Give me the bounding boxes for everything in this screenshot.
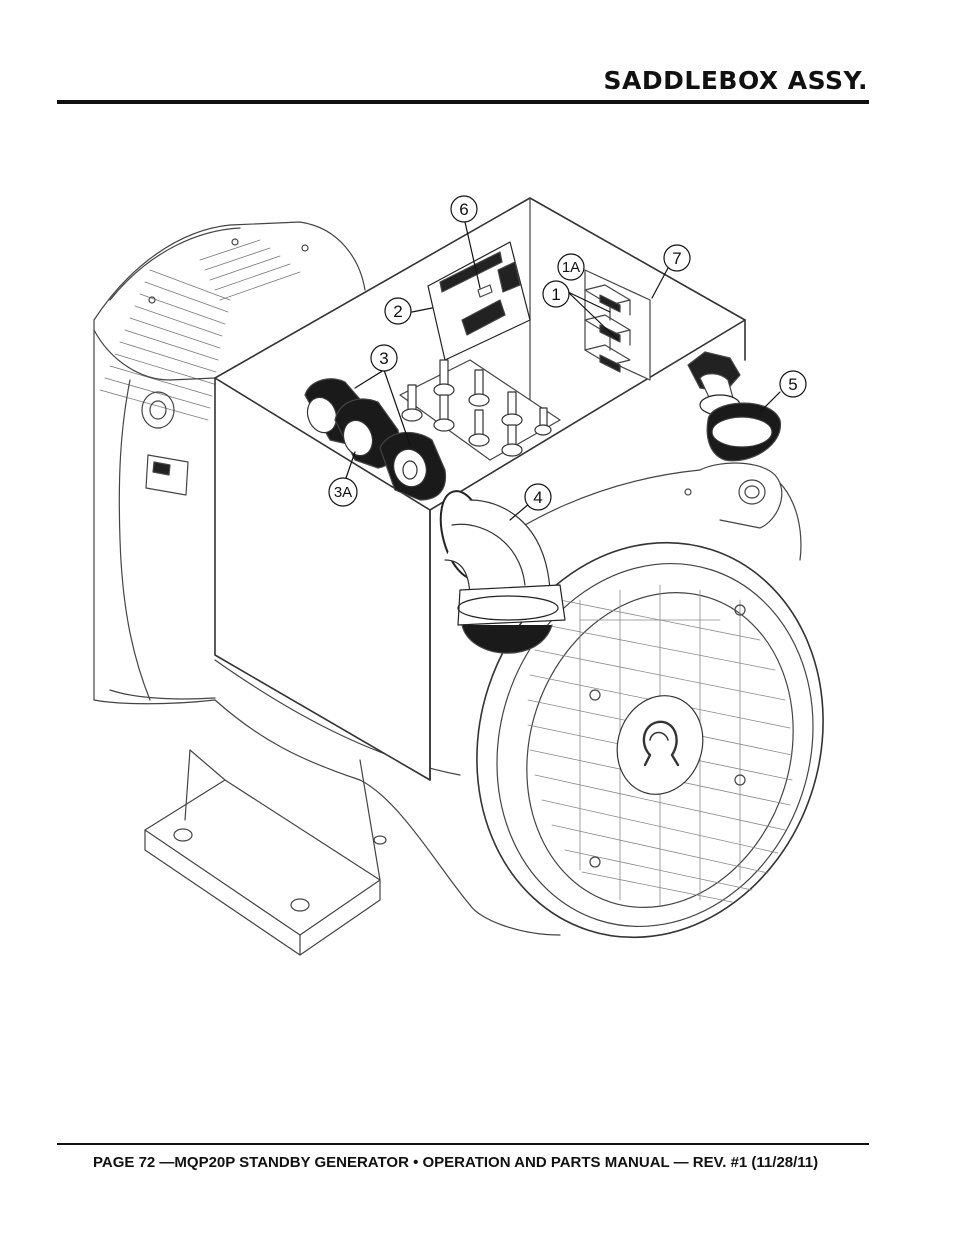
header-rule bbox=[57, 100, 869, 104]
callout-3-label: 3 bbox=[379, 349, 388, 368]
callout-3A: 3A bbox=[328, 477, 358, 507]
callout-1-label: 1 bbox=[551, 285, 560, 304]
callout-4: 4 bbox=[524, 483, 552, 511]
callout-5-label: 5 bbox=[788, 375, 797, 394]
part-2-pcb bbox=[427, 241, 531, 361]
part-4-conduit-elbow bbox=[439, 490, 566, 654]
footer-rule bbox=[57, 1143, 869, 1145]
page-title: SADDLEBOX ASSY. bbox=[603, 66, 868, 95]
rear-housing bbox=[93, 221, 366, 705]
page-footer: PAGE 72 —MQP20P STANDBY GENERATOR • OPER… bbox=[93, 1154, 819, 1171]
callouts: 6 7 1A 1 2 3 5 3A bbox=[328, 195, 807, 511]
callout-7-label: 7 bbox=[672, 249, 681, 268]
callout-7: 7 bbox=[663, 244, 691, 272]
saddlebox bbox=[214, 197, 746, 781]
callout-2-label: 2 bbox=[393, 302, 402, 321]
front-fan-cover bbox=[476, 462, 824, 939]
leader-lines bbox=[345, 221, 781, 521]
callout-1: 1 bbox=[542, 280, 570, 308]
callout-1A-label: 1A bbox=[562, 259, 580, 276]
terminal-studs bbox=[399, 359, 561, 461]
callout-5: 5 bbox=[779, 370, 807, 398]
callout-4-label: 4 bbox=[533, 488, 542, 507]
callout-6: 6 bbox=[450, 195, 478, 223]
callout-3: 3 bbox=[370, 344, 398, 372]
callout-1A: 1A bbox=[557, 253, 585, 281]
callout-2: 2 bbox=[384, 297, 412, 325]
part-7-terminal-brackets bbox=[584, 269, 651, 381]
part-3-gland-rings bbox=[304, 378, 447, 501]
callout-6-label: 6 bbox=[459, 200, 468, 219]
part-5-bushing bbox=[687, 351, 781, 462]
mounting-foot bbox=[144, 749, 387, 956]
callout-3A-label: 3A bbox=[334, 484, 352, 501]
